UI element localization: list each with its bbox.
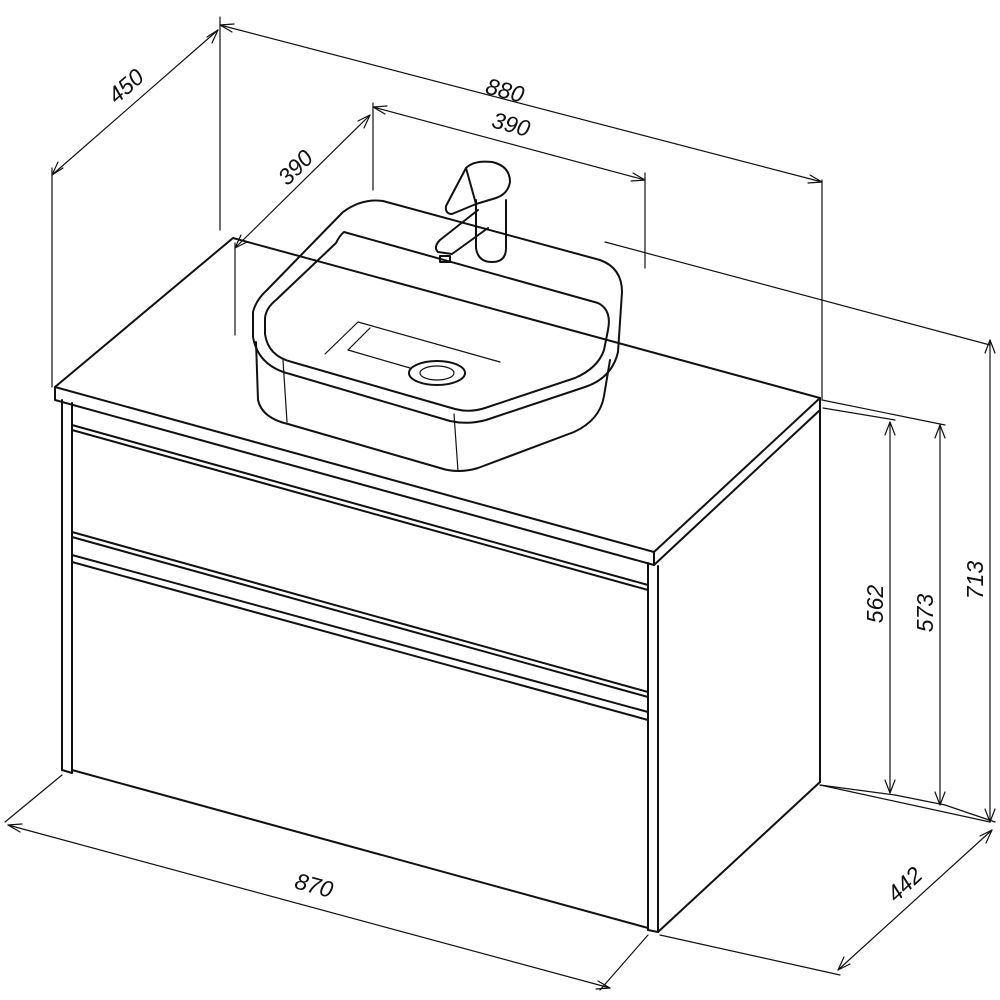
dim-basin-reference-line — [604, 241, 991, 346]
dim-basin-depth: 390 — [234, 114, 371, 336]
dim-label-basin-depth-390: 390 — [273, 144, 319, 190]
vessel-basin — [252, 199, 623, 472]
dim-height-573: 573 — [894, 424, 946, 806]
countertop — [54, 237, 821, 566]
faucet — [434, 160, 511, 263]
dim-top-width: 880 — [219, 16, 823, 401]
dim-countertop-reference-line — [821, 399, 946, 426]
dim-label-basin-width-390: 390 — [489, 107, 533, 142]
dim-height-562: 562 — [819, 407, 896, 796]
dim-label-713: 713 — [962, 561, 988, 600]
dim-bottom-width: 870 — [4, 774, 649, 991]
dim-height-713: 713 — [944, 339, 996, 823]
upper-drawer — [71, 424, 649, 713]
dim-label-562: 562 — [862, 585, 888, 624]
lower-drawer — [71, 561, 649, 929]
dim-label-573: 573 — [912, 594, 938, 633]
dim-label-880: 880 — [483, 73, 527, 108]
cabinet-body — [61, 399, 821, 933]
dim-label-450: 450 — [103, 63, 149, 108]
dim-top-depth: 450 — [51, 29, 219, 388]
dim-label-870: 870 — [292, 868, 336, 903]
dim-label-442: 442 — [882, 861, 928, 906]
dim-bottom-depth: 442 — [659, 784, 993, 976]
